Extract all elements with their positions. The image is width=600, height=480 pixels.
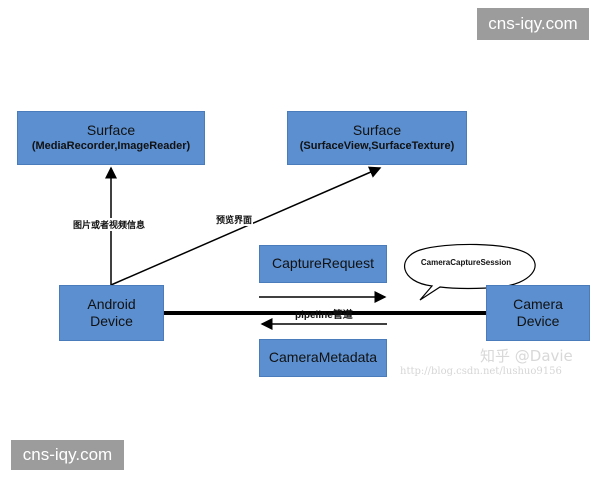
camera-metadata-title: CameraMetadata xyxy=(268,349,378,366)
camera-device-line2: Device xyxy=(516,313,560,329)
camera-device-line1: Camera xyxy=(513,295,563,312)
camera-metadata-node: CameraMetadata xyxy=(259,339,387,377)
surface-media-title: Surface xyxy=(86,122,136,139)
capture-request-title: CaptureRequest xyxy=(272,255,374,272)
android-device-line1: Android xyxy=(87,295,136,312)
capture-session-label: CameraCaptureSession xyxy=(420,258,512,267)
android-device-node: Android Device xyxy=(59,285,164,341)
surface-media-node: Surface (MediaRecorder,ImageReader) xyxy=(17,111,205,165)
surface-view-node: Surface (SurfaceView,SurfaceTexture) xyxy=(287,111,467,165)
arrow-android-to-surface-right xyxy=(110,166,382,286)
surface-media-subtitle: (MediaRecorder,ImageReader) xyxy=(31,139,191,152)
camera-device-node: Camera Device xyxy=(486,285,590,341)
watermark-bottom: cns-iqy.com xyxy=(11,440,124,470)
android-device-line2: Device xyxy=(90,313,133,329)
watermark-top: cns-iqy.com xyxy=(477,8,589,40)
pipeline-label: pipeline管道 xyxy=(295,310,353,321)
preview-arrow-label: 预览界面 xyxy=(215,213,254,226)
surface-view-subtitle: (SurfaceView,SurfaceTexture) xyxy=(299,139,455,152)
capture-request-node: CaptureRequest xyxy=(259,245,387,283)
media-arrow-label: 图片或者视频信息 xyxy=(72,218,147,231)
zhihu-watermark: 知乎 @Davie xyxy=(480,347,573,365)
csdn-watermark: http://blog.csdn.net/lushuo9156 xyxy=(400,366,562,377)
surface-view-title: Surface xyxy=(352,122,402,139)
